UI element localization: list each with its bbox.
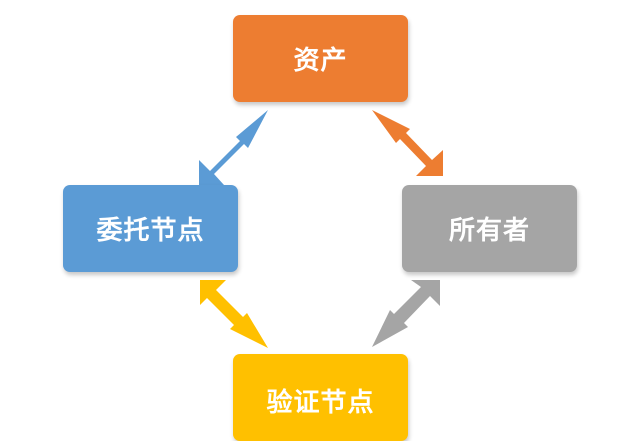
node-asset: 资产 [233,15,408,102]
node-validator-label: 验证节点 [266,388,375,418]
node-owner: 所有者 [402,185,577,272]
node-delegate-label: 委托节点 [96,216,205,246]
arrow-bottom-left [200,280,268,348]
cycle-diagram: 资产 委托节点 所有者 验证节点 [63,15,577,441]
arrow-right-bottom [372,280,440,347]
node-delegate: 委托节点 [63,185,238,272]
node-validator: 验证节点 [233,354,408,441]
node-owner-label: 所有者 [448,216,530,246]
arrows-layer [199,110,443,348]
node-asset-label: 资产 [293,46,348,76]
arrow-left-top [199,110,268,185]
arrow-top-right [372,110,443,176]
